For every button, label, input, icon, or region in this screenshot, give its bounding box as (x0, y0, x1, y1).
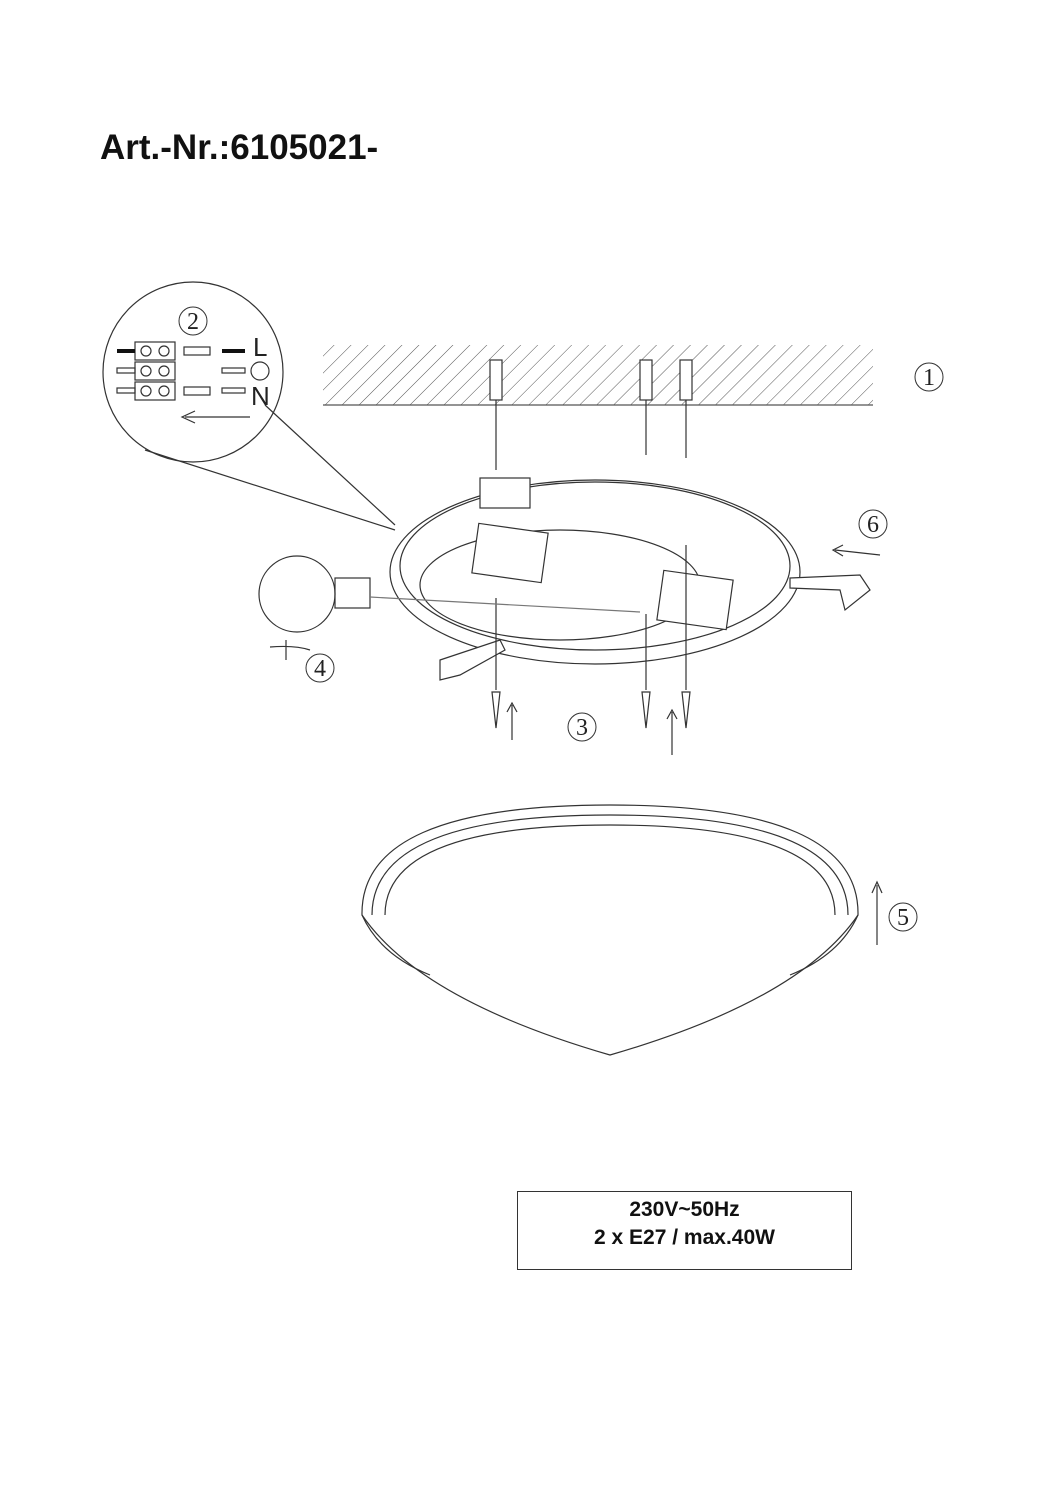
light-bulb-base (334, 577, 371, 609)
mounting-bracket (479, 477, 531, 509)
base-plate-inner (419, 529, 701, 641)
clip (439, 639, 506, 681)
electrical-spec-box: 230V~50Hz 2 x E27 / max.40W (517, 1191, 852, 1270)
insert-direction-arrow-icon (180, 410, 250, 424)
light-bulb (258, 555, 336, 633)
step-1-label: 1 (923, 365, 935, 391)
step-1-circle (914, 362, 944, 392)
screw-rotation-arrow-icon (666, 708, 678, 755)
spec-bulbs: 2 x E27 / max.40W (594, 1226, 775, 1249)
base-plate-rim (399, 481, 791, 651)
bulb-guide-line (369, 596, 641, 613)
anchor-guide-lines (495, 400, 687, 470)
base-plate (389, 479, 801, 665)
screw-rotation-arrow-icon (506, 701, 518, 740)
clip (789, 574, 871, 612)
step-5-label: 5 (897, 905, 909, 931)
detail-callout-lines (144, 404, 396, 531)
step-6-circle (858, 509, 888, 539)
step-4-label: 4 (314, 656, 326, 682)
neutral-wire-label: N (251, 381, 270, 411)
wiring-detail-circle (102, 281, 284, 463)
ceiling (323, 345, 873, 405)
step-3-circle (567, 712, 597, 742)
clip-direction-arrow-icon (831, 544, 881, 557)
step-5-circle (888, 902, 918, 932)
dome-lift-arrow-icon (871, 880, 883, 945)
live-wire-label: L (253, 332, 267, 362)
step-2-label: 2 (187, 309, 199, 335)
spec-voltage: 230V~50Hz (629, 1198, 740, 1221)
lamp-socket (471, 522, 549, 584)
screw-guide-lines (495, 545, 687, 690)
step-2-circle (178, 306, 208, 336)
lamp-socket (656, 569, 734, 631)
article-number-title: Art.-Nr.:6105021- (100, 128, 379, 167)
terminal-block-icon (116, 341, 246, 401)
glass-dome-rim (361, 814, 859, 976)
step-4-circle (305, 653, 335, 683)
glass-dome (361, 804, 859, 1056)
step-3-label: 3 (576, 715, 588, 741)
step-6-label: 6 (867, 512, 879, 538)
earth-ground-icon (250, 361, 270, 381)
bulb-rotation-arrow-icon (269, 640, 311, 660)
screw-icons (491, 691, 691, 729)
